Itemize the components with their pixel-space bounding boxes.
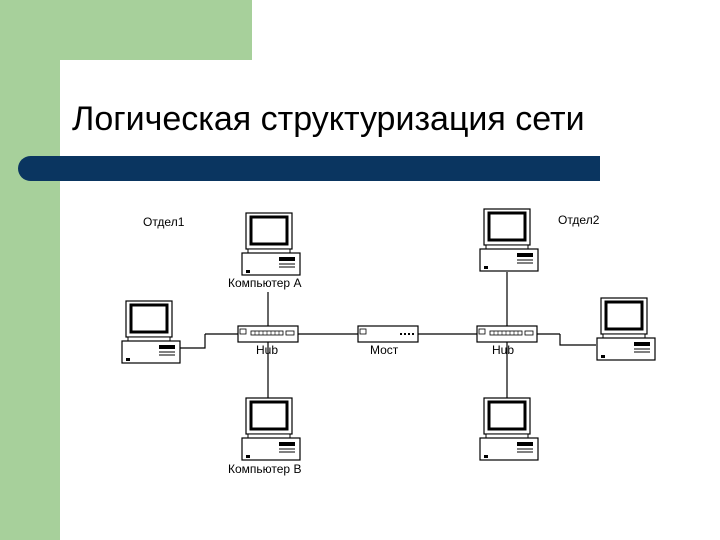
label-hub-2: Hub	[492, 343, 514, 357]
computer-right	[595, 296, 657, 362]
desktop-computer-icon	[478, 207, 540, 273]
link-left-computer	[180, 334, 206, 349]
computer-dept2-top	[478, 207, 540, 273]
bridge	[357, 325, 419, 343]
network-hub-icon	[237, 325, 299, 343]
label-hub-1: Hub	[256, 343, 278, 357]
green-background-top	[0, 0, 252, 60]
desktop-computer-icon	[120, 299, 182, 365]
link-right-computer	[559, 334, 596, 346]
network-bridge-icon	[357, 325, 419, 343]
label-bridge: Мост	[370, 343, 399, 357]
label-computer-b: Компьютер B	[228, 462, 301, 476]
desktop-computer-icon	[595, 296, 657, 362]
desktop-computer-icon	[240, 396, 302, 462]
label-dept1: Отдел1	[143, 215, 185, 229]
desktop-computer-icon	[478, 396, 540, 462]
hub-2	[476, 325, 538, 343]
title-underline-bar	[18, 156, 600, 181]
green-background-left	[0, 0, 60, 540]
computer-dept2-bottom	[478, 396, 540, 462]
network-hub-icon	[476, 325, 538, 343]
label-computer-a: Компьютер A	[228, 276, 301, 290]
computer-left	[120, 299, 182, 365]
computer-a	[240, 211, 302, 277]
hub-1	[237, 325, 299, 343]
computer-b	[240, 396, 302, 462]
connection-lines	[180, 272, 596, 398]
desktop-computer-icon	[240, 211, 302, 277]
slide-title: Логическая структуризация сети	[72, 100, 585, 138]
label-dept2: Отдел2	[558, 213, 600, 227]
